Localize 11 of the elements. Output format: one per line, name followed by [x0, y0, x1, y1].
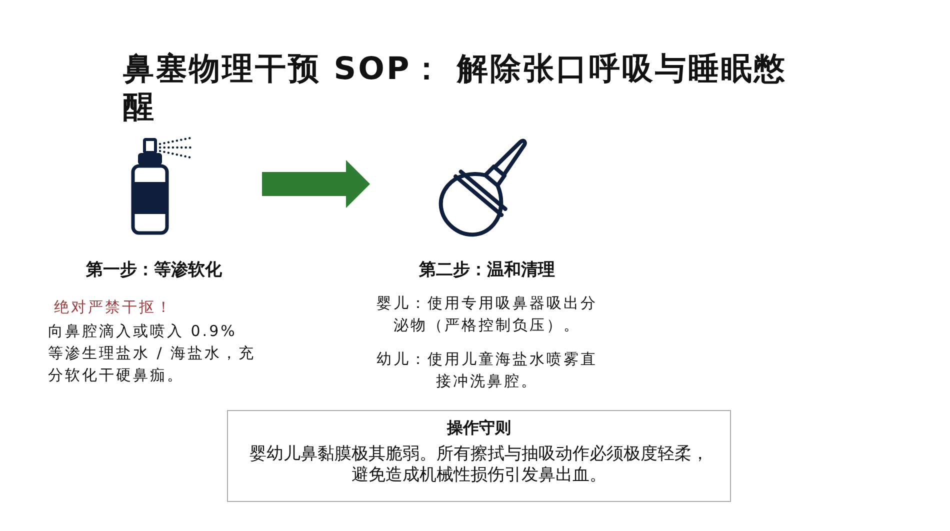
step-description: 婴儿：使用专用吸鼻器吸出分泌物（严格控制负压）。 — [376, 293, 598, 336]
warning-text: 绝对严禁干抠！ — [53, 297, 174, 318]
step-description: 向鼻腔滴入或喷入 0.9% 等渗生理盐水 / 海盐水，充分软化干硬鼻痂。 — [48, 321, 257, 386]
diagram-title: 鼻塞物理干预 SOP： 解除张口呼吸与睡眠憋醒 — [123, 50, 788, 126]
rules-panel — [227, 410, 731, 502]
step-description: 幼儿：使用儿童海盐水喷雾直接冲洗鼻腔。 — [376, 349, 598, 392]
step-heading: 第一步：等渗软化 — [85, 259, 223, 282]
panel-heading: 操作守则 — [446, 417, 512, 439]
arrow — [262, 160, 370, 208]
panel-body-text: 婴幼儿鼻黏膜极其脆弱。所有擦拭与抽吸动作必须极度轻柔，避免造成机械性损伤引发鼻出血。 — [248, 444, 710, 486]
step-heading: 第二步：温和清理 — [418, 259, 556, 282]
